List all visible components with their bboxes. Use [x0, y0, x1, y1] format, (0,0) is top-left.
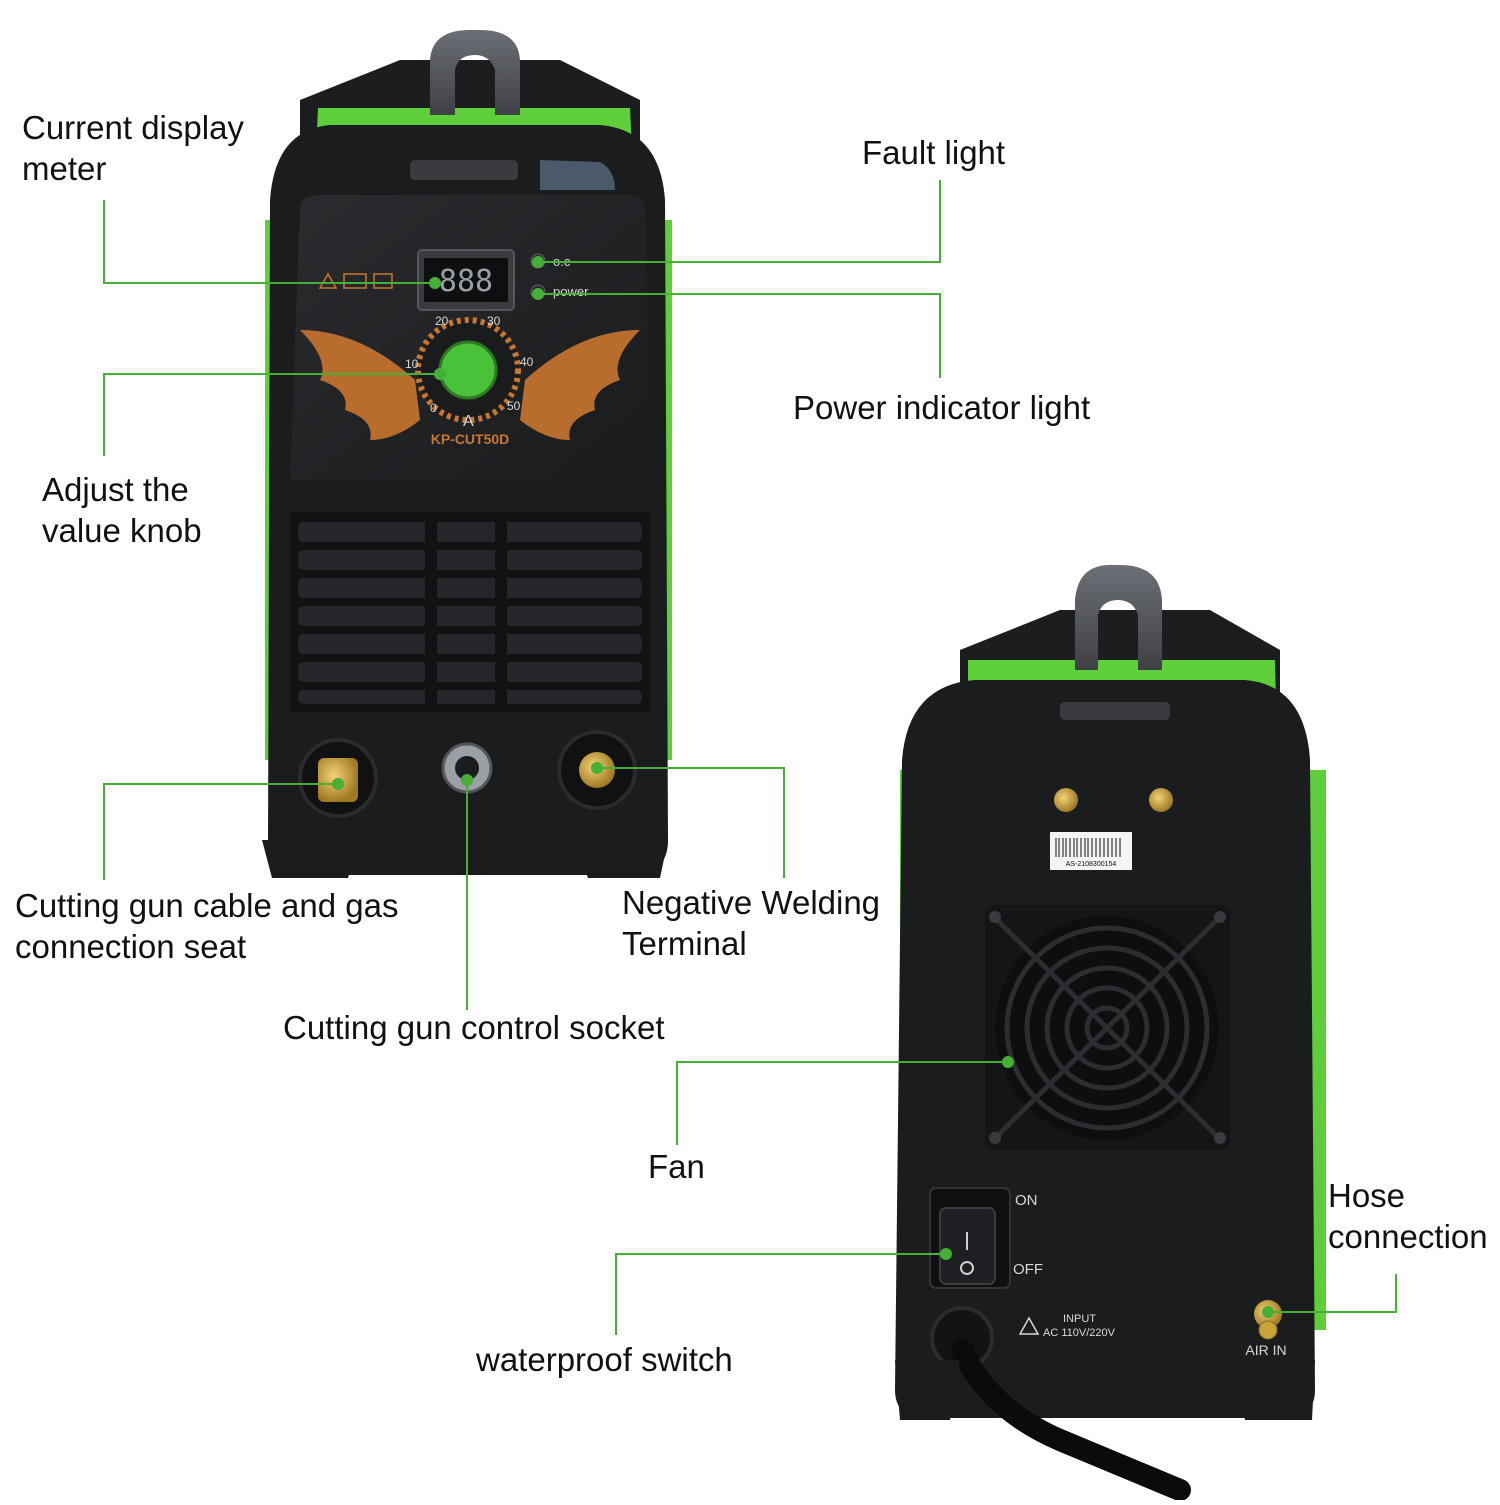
- leader-fan: [676, 1061, 1008, 1145]
- air-in-label: AIR IN: [1245, 1342, 1286, 1358]
- control-socket-inner: [455, 756, 479, 780]
- switch-on-label: ON: [1015, 1192, 1038, 1209]
- front-right-foot: [575, 840, 668, 878]
- fan-screw: [989, 911, 1001, 923]
- callout-negative-terminal: Negative Welding Terminal: [622, 884, 881, 962]
- switch-off-mark: [960, 1261, 974, 1275]
- warning-triangle-icon: [1018, 1316, 1040, 1335]
- rear-right-foot: [1235, 1360, 1315, 1420]
- leader-power-indicator: [538, 293, 941, 378]
- leader-fault-light: [538, 180, 941, 263]
- dot-fault: [532, 256, 544, 268]
- dot-display: [429, 277, 441, 289]
- front-handle: [430, 30, 520, 115]
- dot-switch: [940, 1248, 952, 1260]
- dot-control-socket: [461, 774, 473, 786]
- rear-top-slot: [1060, 702, 1170, 720]
- warning-marks-icon: [318, 272, 393, 289]
- rear-bolt-right: [1149, 788, 1173, 812]
- dot-knob: [434, 368, 446, 380]
- model-name: KP-CUT50D: [431, 431, 510, 447]
- callout-current-display: Current display meter: [22, 109, 244, 187]
- callout-adjust-knob: Adjust the value knob: [42, 471, 202, 549]
- front-air-vents: [290, 512, 650, 712]
- leader-gun-seat: [103, 783, 338, 880]
- callout-hose-connection: Hose connection: [1328, 1177, 1488, 1255]
- dial-tick-10: 10: [405, 357, 419, 371]
- front-left-foot: [262, 840, 360, 878]
- dial-tick-0: 0: [430, 401, 437, 415]
- input-spec: AC 110V/220V: [1043, 1327, 1116, 1339]
- barcode-icon: [1055, 838, 1121, 857]
- leader-hose: [1268, 1274, 1397, 1313]
- callout-leaders: [103, 180, 1397, 1335]
- rear-unit: AS-2108300154 ON OFF INPUT AC 110V/220V: [895, 565, 1326, 1501]
- dial-tick-20: 20: [435, 314, 449, 328]
- fan-screw: [989, 1132, 1001, 1144]
- leader-negative-terminal: [597, 767, 785, 878]
- dot-gun-seat: [332, 778, 344, 790]
- left-wing-decoration: [300, 330, 420, 440]
- dial-tick-50: 50: [507, 399, 521, 413]
- callout-power-indicator: Power indicator light: [793, 389, 1091, 426]
- rear-bolt-left: [1054, 788, 1078, 812]
- display-digits: 888: [439, 264, 493, 299]
- front-top-window: [540, 160, 615, 190]
- fan-grill-icon: [993, 916, 1221, 1140]
- callout-control-socket: Cutting gun control socket: [283, 1009, 665, 1046]
- power-cord: [951, 1339, 1191, 1501]
- rear-handle: [1075, 565, 1162, 670]
- callout-cutting-gun-seat: Cutting gun cable and gas connection sea…: [15, 887, 399, 965]
- front-unit: 888 o.c power 0 10 20 30 40 50 A KP-CUT5…: [262, 30, 672, 878]
- dot-power: [532, 288, 544, 300]
- callout-fault-light: Fault light: [862, 134, 1006, 171]
- dot-fan: [1002, 1056, 1014, 1068]
- hose-fitting: [1258, 1320, 1278, 1340]
- right-wing-decoration: [520, 330, 640, 440]
- leader-current-display: [103, 200, 435, 284]
- front-top-slot: [410, 160, 518, 180]
- power-light-label: power: [553, 284, 589, 299]
- callout-fan: Fan: [648, 1148, 705, 1185]
- leader-switch: [615, 1253, 946, 1335]
- dial-tick-40: 40: [520, 355, 534, 369]
- callout-dots: [332, 256, 1274, 1318]
- dot-hose: [1262, 1306, 1274, 1318]
- dot-negative: [591, 762, 603, 774]
- serial-number: AS-2108300154: [1066, 861, 1117, 868]
- rear-left-foot: [895, 1360, 960, 1420]
- fan-screw: [1214, 1132, 1226, 1144]
- fan-screw: [1214, 911, 1226, 923]
- dial-tick-30: 30: [487, 314, 501, 328]
- input-title: INPUT: [1063, 1313, 1096, 1325]
- leader-adjust-knob: [103, 373, 440, 456]
- switch-off-label: OFF: [1013, 1261, 1043, 1278]
- serial-sticker: [1050, 832, 1132, 870]
- dial-unit: A: [463, 413, 474, 430]
- adjust-value-knob[interactable]: [438, 340, 498, 400]
- callout-waterproof-switch: waterproof switch: [476, 1341, 733, 1378]
